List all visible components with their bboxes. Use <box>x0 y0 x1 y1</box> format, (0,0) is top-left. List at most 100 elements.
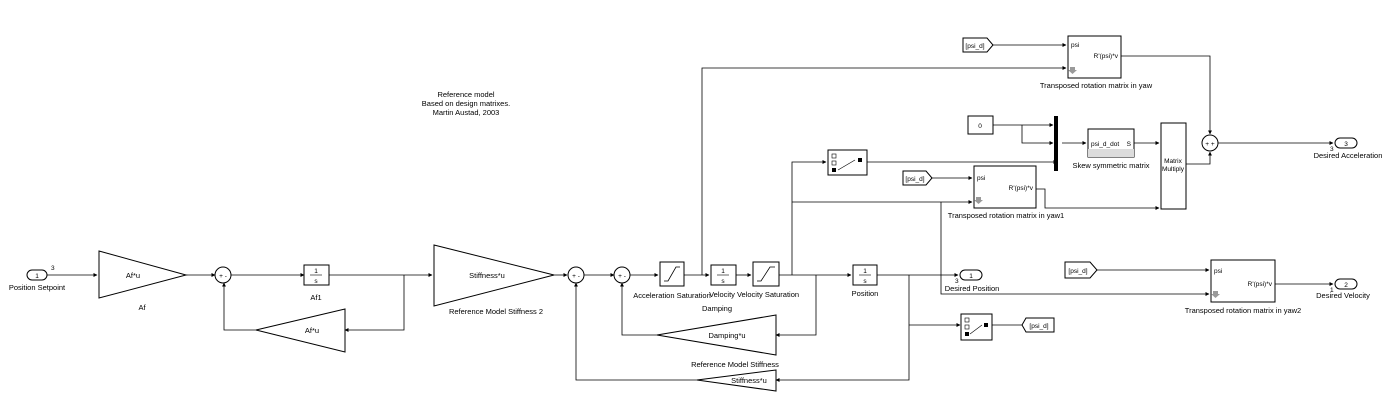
integrator-position-label: Position <box>852 289 879 298</box>
rotation-yaw2-out-label: R'(psi)*v <box>1248 281 1273 288</box>
saturation-icon <box>664 266 680 282</box>
outport-icon <box>1334 137 1358 149</box>
saturation-icon <box>757 266 775 282</box>
inport-icon <box>26 269 48 281</box>
goto-psi-d-text: [psi_d] <box>1029 323 1048 330</box>
skew-label: Skew symmetric matrix <box>1072 161 1149 170</box>
selector-icon <box>964 317 988 336</box>
sum-block-2[interactable]: + - <box>567 266 585 284</box>
outport-desired-acceleration-dims: 3 <box>1330 146 1334 153</box>
gain-triangle-icon <box>433 244 555 307</box>
selector-lower[interactable] <box>960 313 993 341</box>
signal-lines <box>47 43 1334 382</box>
selector-icon <box>831 153 862 172</box>
skew-out-label: S <box>1127 141 1132 148</box>
from-psi-d-top-text: [psi_d] <box>965 43 984 50</box>
sum-block-3[interactable]: + - <box>613 266 631 284</box>
gain-triangle-icon <box>656 314 777 356</box>
gain-af1-label: Af1 <box>310 293 321 302</box>
gain-af-label: Af <box>138 303 146 312</box>
integrator-2-top: 1 <box>721 268 725 275</box>
matrix-multiply-line1: Matrix <box>1164 158 1182 165</box>
annotation-text: Reference model Based on design matrixes… <box>422 90 510 117</box>
outport-desired-position-label: Desired Position <box>945 284 1000 293</box>
gain-triangle-icon <box>98 250 188 299</box>
from-psi-d-middle[interactable]: [psi_d] <box>902 170 933 186</box>
rotation-yaw1-in-label: psi <box>977 175 985 182</box>
integrator-1[interactable]: 1 s <box>303 264 330 286</box>
integrator-velocity[interactable]: 1 s Velocity <box>709 264 737 299</box>
integrator-3-top: 1 <box>863 268 867 275</box>
rotation-block-yaw2[interactable]: psi R'(psi)*v Transposed rotation matrix… <box>1185 259 1301 315</box>
gain-triangle-icon <box>696 369 777 392</box>
gain-damping-text: Damping*u <box>708 331 745 340</box>
from-psi-d-middle-text: [psi_d] <box>905 176 924 183</box>
gain-triangle-icon <box>255 308 346 353</box>
integrator-velocity-label: Velocity <box>709 290 735 299</box>
sum-4-signs: + + <box>1205 141 1215 148</box>
skew-symmetric-matrix[interactable]: psi_d_dot S Skew symmetric matrix <box>1072 128 1150 170</box>
integrator-1-top: 1 <box>314 268 318 275</box>
skew-in-label: psi_d_dot <box>1091 141 1119 148</box>
rotation-block-yaw1[interactable]: psi R'(psi)*v Transposed rotation matrix… <box>948 165 1064 220</box>
velocity-saturation-label: Velocity Saturation <box>737 290 799 299</box>
rotation-yaw-label: Transposed rotation matrix in yaw <box>1040 81 1153 90</box>
inport-position-setpoint[interactable]: 1 3 Position Setpoint <box>9 265 66 292</box>
outport-desired-position-number: 1 <box>969 273 973 280</box>
annotation-line-2: Based on design matrixes. <box>422 99 510 108</box>
outport-desired-acceleration-label: Desired Acceleration <box>1314 151 1383 160</box>
outport-desired-acceleration-number: 3 <box>1344 141 1348 148</box>
inport-dims: 3 <box>51 265 55 272</box>
sum-3-signs: + - <box>618 273 626 280</box>
damping-label: Damping <box>702 304 732 313</box>
rotation-yaw2-in-label: psi <box>1214 268 1222 275</box>
outport-desired-velocity-dims: 1 <box>1330 287 1334 294</box>
rotation-yaw-in-label: psi <box>1071 42 1079 49</box>
matrix-multiply[interactable]: Matrix Multiply <box>1160 122 1187 210</box>
sum-block-1[interactable]: + - <box>214 266 232 284</box>
from-psi-d-lower-text: [psi_d] <box>1068 268 1087 275</box>
gain-stiffness-2[interactable]: Stiffness*u Reference Model Stiffness 2 <box>433 244 555 316</box>
gain-damping[interactable]: Damping*u <box>656 314 777 356</box>
outport-desired-velocity[interactable]: 2 1 Desired Velocity <box>1316 278 1370 300</box>
gain-af1[interactable]: Af*u <box>255 308 346 353</box>
sum-1-signs: + - <box>219 273 227 280</box>
gain-stiffness-2-label: Reference Model Stiffness 2 <box>449 307 543 316</box>
constant-zero[interactable]: 0 <box>967 115 994 135</box>
from-psi-d-lower[interactable]: [psi_d] <box>1064 261 1098 279</box>
stiffness-label: Reference Model Stiffness <box>691 360 779 369</box>
rotation-block-yaw[interactable]: psi R'(psi)*v Transposed rotation matrix… <box>1040 35 1153 90</box>
sum-block-4[interactable]: + + <box>1201 134 1219 152</box>
inport-label: Position Setpoint <box>9 283 66 292</box>
annotation-line-1: Reference model <box>437 90 494 99</box>
outport-desired-acceleration[interactable]: 3 3 Desired Acceleration <box>1314 137 1383 160</box>
velocity-saturation[interactable]: Velocity Saturation <box>737 261 799 299</box>
mux-bar-icon[interactable] <box>1054 116 1058 171</box>
acceleration-saturation-label: Acceleration Saturation <box>633 291 711 300</box>
sum-2-signs: + - <box>572 273 580 280</box>
outport-desired-velocity-label: Desired Velocity <box>1316 291 1370 300</box>
selector-upper[interactable] <box>827 149 868 176</box>
annotation-line-3: Martin Austad, 2003 <box>433 108 500 117</box>
gain-stiffness-text: Stiffness*u <box>731 376 767 385</box>
rotation-yaw1-out-label: R'(psi)*v <box>1009 185 1034 192</box>
outport-icon <box>959 269 983 281</box>
goto-psi-d[interactable]: [psi_d] <box>1021 317 1055 333</box>
rotation-yaw2-label: Transposed rotation matrix in yaw2 <box>1185 306 1301 315</box>
rotation-yaw1-label: Transposed rotation matrix in yaw1 <box>948 211 1064 220</box>
rotation-yaw-out-label: R'(psi)*v <box>1094 53 1119 60</box>
integrator-position[interactable]: 1 s Position <box>852 264 879 298</box>
outport-desired-position[interactable]: 1 3 Desired Position <box>945 269 1000 293</box>
outport-desired-position-dims: 3 <box>955 278 959 285</box>
outport-icon <box>1334 278 1358 290</box>
acceleration-saturation[interactable]: Acceleration Saturation <box>633 261 711 300</box>
integrator-2-bottom: s <box>721 278 725 285</box>
integrator-1-bottom: s <box>314 278 318 285</box>
gain-stiffness[interactable]: Stiffness*u <box>696 369 777 392</box>
outport-desired-velocity-number: 2 <box>1344 282 1348 289</box>
from-psi-d-top[interactable]: [psi_d] <box>962 37 994 53</box>
gain-af[interactable]: Af*u Af <box>98 250 188 312</box>
matrix-multiply-line2: Multiply <box>1162 166 1185 173</box>
gain-af-text: Af*u <box>126 271 140 280</box>
